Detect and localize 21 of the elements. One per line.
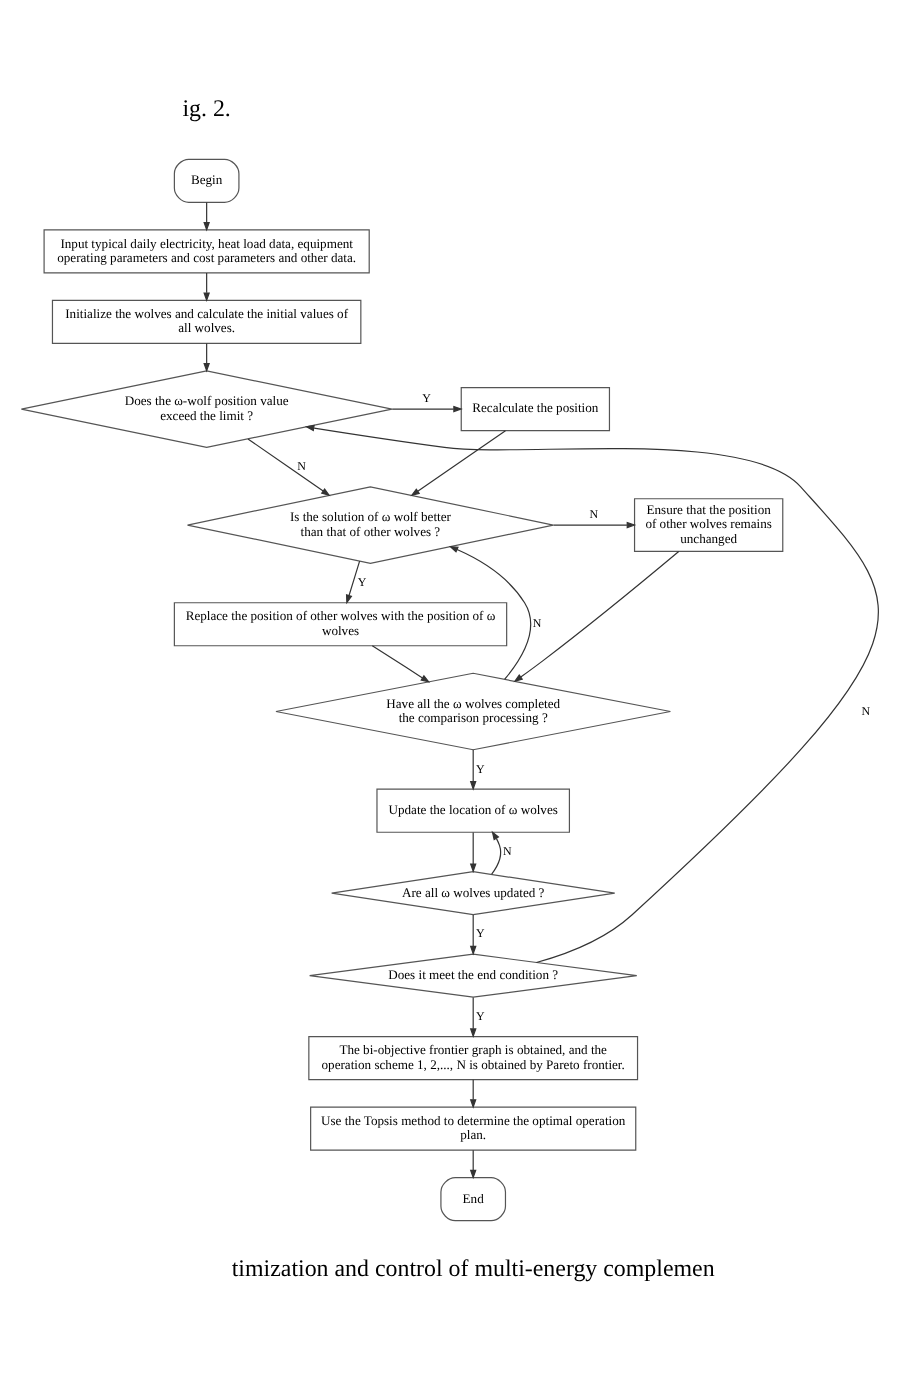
- arrow: [371, 645, 431, 683]
- arrow: [469, 996, 477, 1038]
- arrow: [203, 201, 210, 232]
- arrow: [491, 830, 502, 875]
- label: ig. 2.: [182, 94, 231, 123]
- arrow: [469, 914, 477, 956]
- arrow: [203, 272, 210, 303]
- arrow: [391, 405, 463, 413]
- arrow: [469, 831, 477, 873]
- arrow: [203, 343, 210, 373]
- arrow: [469, 1149, 477, 1180]
- arrow: [469, 749, 477, 791]
- arrow: [247, 438, 331, 497]
- arrow: [345, 560, 361, 605]
- arrow: [448, 546, 532, 680]
- arrow: [304, 424, 879, 964]
- arrow: [552, 521, 637, 529]
- label: timization and control of multi-energy complemen: [231, 1253, 715, 1282]
- arrow: [410, 430, 507, 497]
- arrow: [469, 1079, 477, 1109]
- arrow: [513, 550, 680, 683]
